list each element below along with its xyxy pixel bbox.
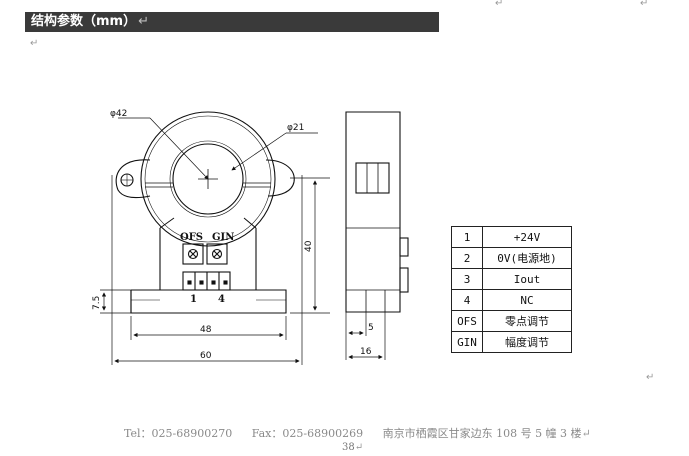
pin-function-cell: 0V(电源地) [482,247,572,269]
base-plate [130,289,287,314]
pin-function-cell: NC [482,289,572,311]
side-small-dimension-label: 5 [368,323,374,333]
gin-label: GIN [212,232,234,243]
sensor-ring-outer [140,111,276,247]
page-number: 38↵ [342,442,363,453]
side-dimensions [345,312,386,360]
sensor-aperture-edge [169,140,247,218]
paragraph-mark: ↵ [646,372,655,383]
side-pot-knob [399,237,409,257]
paragraph-mark: ↵ [495,0,504,9]
side-width-dimension-label: 16 [360,347,372,357]
footer-tel: Tel：025-68900270 [124,427,233,440]
ofs-potentiometer [182,243,204,265]
ofs-label: OFS [180,232,203,243]
inner-width-dimension-label: 48 [200,325,212,335]
front-dimensions [100,117,330,365]
pin-number-cell: 4 [451,289,483,311]
pin4-label: 4 [218,294,225,305]
inner-diameter-label: φ21 [287,123,304,133]
footer-fax: Fax：025-68900269 [251,427,364,440]
section-heading-text: 结构参数（mm） [31,14,137,29]
height-dimension-label: 40 [304,240,314,252]
side-terminal [399,267,409,293]
mounting-ear-left [115,159,151,199]
side-view [345,111,409,313]
footer-address: 南京市栖霞区甘家边东 108 号 5 幢 3 楼 [382,427,582,440]
pin1-label: 1 [190,294,197,305]
side-body [345,111,401,313]
pin-number-cell: 2 [451,247,483,269]
front-view [115,111,295,314]
paragraph-mark: ↵ [30,38,39,49]
side-window [355,162,390,194]
pin-row: 1+24V [451,226,572,248]
footer-contact: Tel：025-68900270 Fax：025-68900269 南京市栖霞区… [124,425,591,441]
paragraph-mark: ↵ [640,0,649,9]
total-width-dimension-label: 60 [200,351,212,361]
pin-function-cell: 幅度调节 [482,331,572,353]
pin-number-cell: 3 [451,268,483,290]
pin-function-cell: Iout [482,268,572,290]
page-number-paragraph-mark: ↵ [354,442,364,453]
pin-function-cell: +24V [482,226,572,248]
page-number-value: 38 [342,442,355,453]
sensor-aperture [172,143,244,215]
mounting-ear-right [265,159,295,197]
sensor-ring-outer-inner-edge [144,115,272,243]
footer-paragraph-mark: ↵ [581,427,591,440]
pin-number-cell: GIN [451,331,483,353]
pin-number-cell: OFS [451,310,483,332]
pin-function-cell: 零点调节 [482,310,572,332]
gin-potentiometer [206,243,228,265]
outer-diameter-label: φ42 [110,109,127,119]
pin-number-cell: 1 [451,226,483,248]
foot-dimension-label: 7.5 [92,296,102,310]
heading-paragraph-mark: ↵ [138,14,149,29]
section-heading: 结构参数（mm）↵ [25,12,439,32]
